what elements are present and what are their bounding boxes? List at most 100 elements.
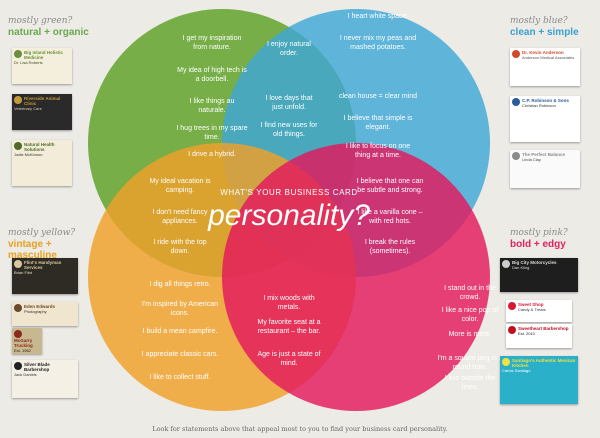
card-subtitle: Candy & Treats — [518, 307, 546, 312]
card-logo-mark — [512, 50, 520, 58]
center-question: WHAT'S YOUR BUSINESS CARD — [220, 188, 358, 197]
card-name: McGarry Trucking — [14, 338, 33, 348]
corner-green: mostly green? natural + organic — [8, 16, 100, 38]
card-subtitle: Carlos Santiago — [502, 368, 531, 373]
card-subtitle: Anderson Medical Associates — [522, 55, 575, 60]
statement-blue-only-3: clean house = clear mind — [339, 93, 417, 100]
pink-circle — [222, 143, 490, 411]
card-subtitle: Veterinary Care — [14, 106, 42, 111]
card-subtitle: Linda Clay — [522, 157, 541, 162]
statement-pink-only-3: More is more. — [449, 331, 492, 338]
card-logo-mark — [14, 96, 22, 104]
card-subtitle: Christian Robinson — [522, 103, 556, 108]
card-subtitle: Jodie McKinnon — [14, 152, 43, 157]
footer-note: Look for statements above that appeal mo… — [152, 425, 448, 433]
card-logo-mark — [502, 358, 510, 366]
corner-blue: mostly blue? clean + simple — [510, 16, 600, 38]
statement-orange-only-1: I dig all things retro. — [149, 281, 210, 288]
card-name: Flint's Handyman Services — [24, 260, 62, 270]
card-logo-mark — [508, 302, 516, 310]
card-name: Silver Blade Barbershop — [24, 362, 50, 372]
corner-blue-question: mostly blue? — [510, 16, 568, 26]
corner-yellow-question: mostly yellow? — [8, 228, 76, 238]
card-logo-mark — [512, 152, 520, 160]
card-name: Natural Health Solutions — [24, 142, 55, 152]
statement-orange-only-3: I build a mean campfire. — [143, 328, 218, 335]
corner-green-title: natural + organic — [8, 27, 89, 38]
card-name: Santiago's Authentic Mexican Kitchen — [512, 358, 576, 368]
corner-yellow-title: vintage + masculine — [8, 239, 57, 261]
card-name: Sweetheart Barbershop — [518, 326, 569, 331]
card-subtitle: Est. 1962 — [14, 348, 31, 353]
card-name: Eden Edwards — [24, 304, 56, 309]
statement-green-only-5: I drive a hybrid. — [188, 151, 236, 158]
card-name: The Perfect Balance — [522, 152, 566, 157]
corner-blue-title: clean + simple — [510, 27, 579, 38]
card-name: Dr. Kevin Anderson — [522, 50, 564, 55]
corner-pink: mostly pink? bold + edgy — [510, 228, 600, 250]
corner-yellow: mostly yellow? vintage + masculine — [8, 228, 100, 261]
card-name: Riverside Animal Clinic — [24, 96, 61, 106]
card-logo-mark — [14, 142, 22, 150]
statement-blue-only-1: I heart white space. — [348, 13, 409, 20]
card-name: C.P. Robinson & Sons — [522, 98, 569, 103]
card-name: Big Island Holistic Medicine — [24, 50, 64, 60]
card-subtitle: Dan Kling — [512, 265, 530, 270]
statement-orange-only-4: I appreciate classic cars. — [142, 351, 219, 358]
card-subtitle: Est. 2010 — [518, 331, 535, 336]
card-logo-mark — [14, 260, 22, 268]
card-subtitle: Dr. Lisa Roberts — [14, 60, 43, 65]
statement-blue-pink-2: I like a vanilla cone –with red hots. — [358, 209, 423, 225]
card-subtitle: Jack Daniels — [14, 372, 37, 377]
card-name: Sweet Shop — [518, 302, 544, 307]
corner-pink-question: mostly pink? — [510, 228, 568, 238]
card-logo-mark — [508, 326, 516, 334]
card-logo-mark — [502, 260, 510, 268]
corner-pink-title: bold + edgy — [510, 239, 566, 250]
center-personality: personality? — [207, 199, 370, 232]
card-logo-mark — [14, 50, 22, 58]
card-logo-mark — [512, 98, 520, 106]
card-subtitle: Brian Flint — [14, 270, 33, 275]
corner-green-question: mostly green? — [8, 16, 73, 26]
card-logo-mark — [14, 304, 22, 312]
card-logo-mark — [14, 362, 22, 370]
statement-blue-pink-3: I break the rules(sometimes). — [365, 239, 416, 255]
